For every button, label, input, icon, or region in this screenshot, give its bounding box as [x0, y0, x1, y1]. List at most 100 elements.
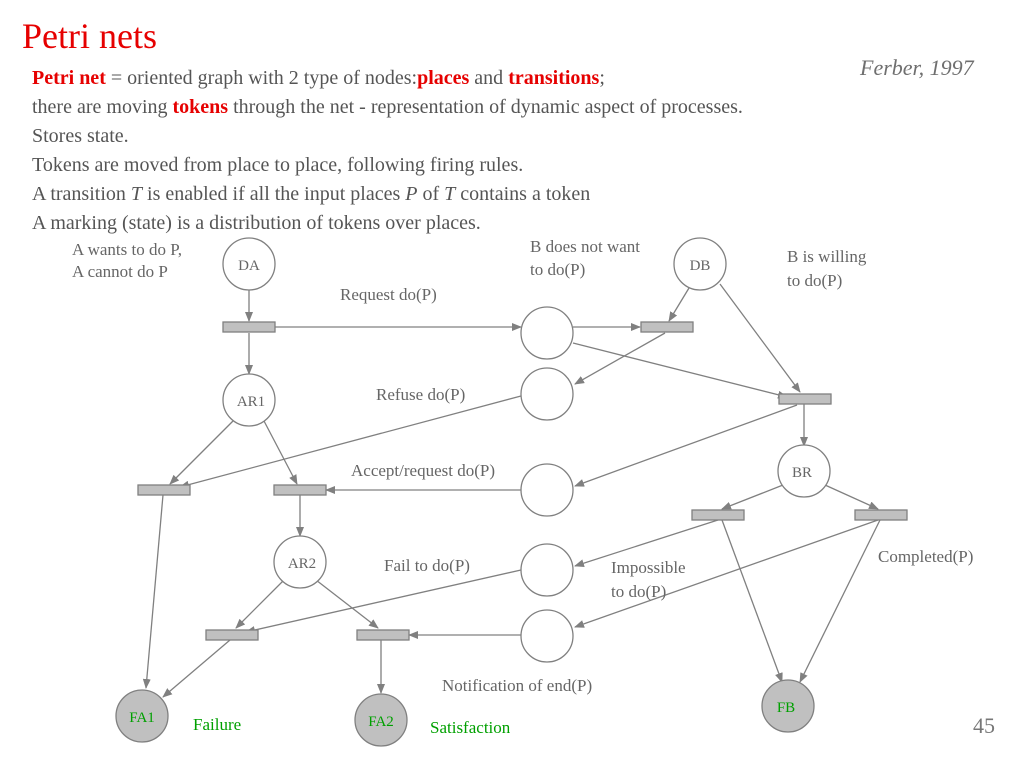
place-fa1-label: FA1 — [129, 710, 155, 726]
intro-line-3: Stores state. — [32, 125, 129, 147]
place-da-label: DA — [238, 258, 260, 274]
transition-t8 — [205, 629, 259, 641]
arc-t6-fb — [721, 519, 783, 683]
place-ar2 — [273, 535, 327, 589]
label-refuse: Refuse do(P) — [376, 385, 465, 404]
place-br — [777, 444, 831, 498]
transition-t6 — [691, 509, 745, 521]
place-notification — [520, 609, 574, 663]
place-refuse — [520, 367, 574, 421]
intro-line-1: Petri net = oriented graph with 2 type o… — [32, 64, 743, 93]
place-request — [520, 306, 574, 360]
var-t-2: T — [444, 183, 456, 205]
arc-t7-notification — [574, 519, 879, 628]
and-text: and — [469, 67, 509, 89]
place-db — [673, 237, 727, 291]
intro-line-6: A marking (state) is a distribution of t… — [32, 212, 481, 234]
line2-suffix: through the net - representation of dyna… — [228, 96, 743, 118]
line5-c: of — [417, 183, 445, 205]
arc-fail-t8 — [245, 569, 522, 634]
place-fa2 — [354, 693, 408, 747]
outcome-labels: Failure Satisfaction — [193, 715, 511, 737]
transitions — [137, 321, 908, 641]
line5-d: contains a token — [455, 183, 591, 205]
intro-text: Petri net = oriented graph with 2 type o… — [32, 64, 743, 238]
arc-db-t2 — [668, 287, 690, 322]
var-t: T — [130, 183, 143, 205]
arcs — [142, 283, 881, 698]
page-number: 45 — [973, 713, 995, 738]
transition-t1 — [222, 321, 276, 333]
arc-t4-fa1 — [142, 494, 164, 689]
place-db-label: DB — [690, 258, 711, 274]
label-satisfaction: Satisfaction — [430, 718, 511, 737]
line5-a: A transition — [32, 183, 131, 205]
arc-t6-impossible — [574, 519, 719, 568]
place-fa1 — [115, 689, 169, 743]
transition-t9 — [356, 629, 410, 641]
arc-br-t6 — [721, 484, 784, 510]
transition-t4 — [137, 484, 191, 496]
arc-ar1-t4 — [169, 420, 234, 485]
label-impossible-2: to do(P) — [611, 582, 666, 601]
line5-b: is enabled if all the input places — [142, 183, 406, 205]
place-fail — [520, 543, 574, 597]
place-ar2-label: AR2 — [288, 556, 316, 572]
place-fb — [761, 679, 815, 733]
var-p: P — [405, 183, 418, 205]
label-request: Request do(P) — [340, 285, 437, 304]
term-tokens: tokens — [172, 96, 229, 118]
label-a-wants-1: A wants to do P, — [72, 240, 182, 259]
place-ar1-label: AR1 — [237, 394, 265, 410]
label-completed: Completed(P) — [878, 547, 973, 566]
definition-text: = oriented graph with 2 type of nodes: — [105, 67, 418, 89]
final-place-names: FA1 FA2 FB — [129, 700, 795, 730]
place-accept — [520, 463, 574, 517]
arc-labels: A wants to do P, A cannot do P B does no… — [72, 237, 973, 695]
arc-t8-fa1 — [162, 639, 231, 698]
label-b-not-want-2: to do(P) — [530, 260, 585, 279]
term-transitions: transitions — [508, 67, 600, 89]
intro-line-4: Tokens are moved from place to place, fo… — [32, 154, 524, 176]
place-ar1 — [222, 373, 276, 427]
final-places — [115, 679, 815, 747]
label-failure: Failure — [193, 715, 241, 734]
term-petri-net: Petri net — [32, 67, 106, 89]
label-impossible-1: Impossible — [611, 558, 686, 577]
label-b-willing-2: to do(P) — [787, 271, 842, 290]
place-fb-label: FB — [777, 700, 795, 716]
label-a-wants-2: A cannot do P — [72, 262, 168, 281]
arc-t7-fb — [799, 519, 881, 683]
label-accept: Accept/request do(P) — [351, 461, 495, 480]
intro-line-2: there are moving tokens through the net … — [32, 93, 743, 122]
line2-prefix: there are moving — [32, 96, 173, 118]
label-b-not-want-1: B does not want — [530, 237, 640, 256]
arc-ar1-t5 — [263, 420, 298, 485]
place-names: DA DB AR1 BR AR2 — [237, 258, 812, 572]
arc-db-t3 — [719, 283, 801, 393]
label-notification: Notification of end(P) — [442, 676, 592, 695]
term-places: places — [417, 67, 470, 89]
arc-ar2-t8 — [235, 579, 285, 629]
arc-br-t7 — [824, 484, 879, 510]
semicolon: ; — [599, 67, 605, 89]
place-da — [222, 237, 276, 291]
label-b-willing-1: B is willing — [787, 247, 867, 266]
slide-title: Petri nets — [22, 16, 157, 56]
arc-request-t3 — [572, 342, 788, 399]
arc-t2-refuse — [574, 332, 666, 385]
arc-t3-accept — [574, 404, 798, 487]
label-fail: Fail to do(P) — [384, 556, 470, 575]
transition-t3 — [778, 393, 832, 405]
place-br-label: BR — [792, 465, 812, 481]
arc-refuse-t4 — [179, 395, 522, 489]
transition-t5 — [273, 484, 327, 496]
place-fa2-label: FA2 — [368, 714, 394, 730]
intro-line-5: A transition T is enabled if all the inp… — [32, 180, 743, 209]
arc-ar2-t9 — [315, 579, 379, 629]
places — [222, 237, 831, 663]
citation: Ferber, 1997 — [860, 55, 974, 80]
transition-t2 — [640, 321, 694, 333]
transition-t7 — [854, 509, 908, 521]
